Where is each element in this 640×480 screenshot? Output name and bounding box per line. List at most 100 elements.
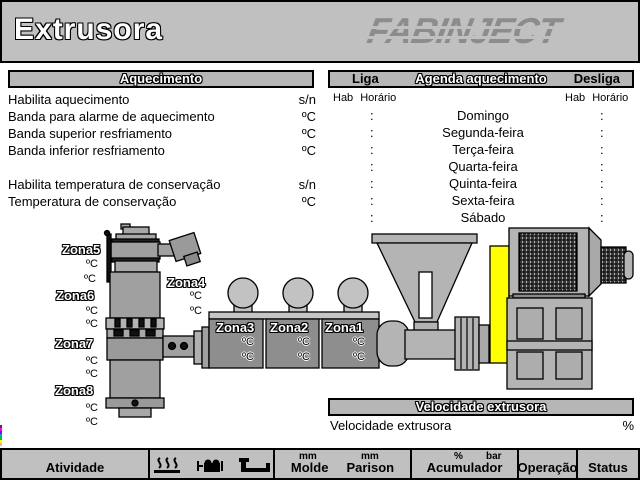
zone2-temp-field-2[interactable]: ºC <box>298 351 310 363</box>
molde-parison-cell[interactable]: Molde Parison mm mm <box>275 450 410 478</box>
operacao-cell[interactable]: Operação <box>517 450 578 478</box>
zone3-temp-field-1[interactable]: ºC <box>242 336 254 348</box>
velocidade-value-field[interactable]: % <box>622 418 634 433</box>
zone1-box <box>321 318 380 369</box>
day-row-sexta: : Sexta-feira : <box>328 193 638 210</box>
param-label: Temperatura de conservação <box>8 194 177 209</box>
parison-label: Parison <box>346 460 395 475</box>
param-value-field[interactable]: ºC <box>301 126 316 141</box>
zone3-temp-field-2[interactable]: ºC <box>242 351 254 363</box>
belt-guard <box>489 245 510 364</box>
zone6-temp-field-2[interactable]: ºC <box>86 318 98 330</box>
acumulador-percent-unit: % <box>454 451 463 462</box>
liga-time-field[interactable]: : <box>370 142 374 157</box>
status-label: Status <box>588 460 628 475</box>
liga-time-field[interactable]: : <box>370 210 374 225</box>
zone1-temp-field-2[interactable]: ºC <box>353 351 365 363</box>
zone3-box <box>208 318 264 369</box>
zone8-temp-field-2[interactable]: ºC <box>86 416 98 428</box>
liga-time-field[interactable]: : <box>370 176 374 191</box>
header: Extrusora FABINJECT <box>0 0 640 63</box>
param-value-field[interactable]: ºC <box>301 143 316 158</box>
param-row-banda-alarme: Banda para alarme de aquecimento ºC <box>8 109 316 126</box>
param-value-field[interactable]: ºC <box>301 194 316 209</box>
day-row-segunda: : Segunda-feira : <box>328 125 638 142</box>
fan-zone3 <box>227 277 259 309</box>
bottom-status-bar: Atividade <box>0 448 640 480</box>
acumulador-bar-unit: bar <box>486 451 502 462</box>
day-row-quarta: : Quarta-feira : <box>328 159 638 176</box>
velocidade-title: Velocidade extrusora <box>415 399 547 414</box>
accumulator-head-assembly <box>103 223 210 418</box>
desliga-time-field[interactable]: : <box>600 176 604 191</box>
hab-label: Hab <box>565 92 586 104</box>
machine-icons-cell[interactable] <box>150 450 273 478</box>
param-label: Habilita aquecimento <box>8 92 130 107</box>
velocidade-row: Velocidade extrusora % <box>330 418 634 433</box>
desliga-time-field[interactable]: : <box>600 142 604 157</box>
desliga-time-field[interactable]: : <box>600 108 604 123</box>
param-row-temp-conservacao: Temperatura de conservação ºC <box>8 194 316 211</box>
liga-time-field[interactable]: : <box>370 108 374 123</box>
hab-label: Hab <box>333 92 354 104</box>
divider <box>576 450 578 478</box>
param-value-field[interactable]: s/n <box>298 92 316 107</box>
zone8-label: Zona8 <box>55 383 94 398</box>
fan-zone2 <box>282 277 314 309</box>
desliga-time-field[interactable]: : <box>600 193 604 208</box>
die-head <box>118 407 152 418</box>
liga-time-field[interactable]: : <box>370 193 374 208</box>
operacao-label: Operação <box>517 460 578 475</box>
velocidade-header-bar: Velocidade extrusora <box>328 398 634 416</box>
desliga-column-header: Desliga <box>573 71 620 86</box>
aquecimento-header-bar: Aquecimento <box>8 70 314 88</box>
zone5-label: Zona5 <box>62 242 101 257</box>
zone-fans <box>227 277 369 314</box>
atividade-cell[interactable]: Atividade <box>2 450 148 478</box>
desliga-time-field[interactable]: : <box>600 210 604 225</box>
zone2-temp-field-1[interactable]: ºC <box>298 336 310 348</box>
zone2-box <box>265 318 320 369</box>
divider <box>273 450 275 478</box>
desliga-time-field[interactable]: : <box>600 159 604 174</box>
zone7-label: Zona7 <box>55 336 94 351</box>
zone4-temp-field-1[interactable]: ºC <box>190 290 202 302</box>
horario-label: Horário <box>592 92 629 104</box>
zone5-temp-field-2[interactable]: ºC <box>84 273 96 285</box>
logo-stencil-slit <box>362 26 606 29</box>
zone4-temp-field-2[interactable]: ºC <box>190 305 202 317</box>
liga-subcolumns: Hab Horário <box>333 92 403 104</box>
param-value-field[interactable]: ºC <box>301 109 316 124</box>
atividade-label: Atividade <box>45 460 105 475</box>
fan-zone1 <box>337 277 369 309</box>
extruder-icon <box>196 459 223 472</box>
acumulador-cell[interactable]: Acumulador % bar <box>412 450 517 478</box>
day-label: Sexta-feira <box>451 193 515 208</box>
divider <box>148 450 150 478</box>
zone7-temp-field-2[interactable]: ºC <box>86 368 98 380</box>
divider <box>410 450 412 478</box>
desliga-time-field[interactable]: : <box>600 125 604 140</box>
zone1-temp-field-1[interactable]: ºC <box>353 336 365 348</box>
mold-icon <box>238 458 270 472</box>
horario-label: Horário <box>360 92 397 104</box>
day-label: Domingo <box>456 108 510 123</box>
liga-time-field[interactable]: : <box>370 125 374 140</box>
zone8-temp-field-1[interactable]: ºC <box>86 402 98 414</box>
status-cell[interactable]: Status <box>578 450 638 478</box>
zone5-temp-field-1[interactable]: ºC <box>86 258 98 270</box>
barrel <box>208 311 385 369</box>
agenda-header-bar: Liga Agenda aquecimento Desliga <box>328 70 634 88</box>
zone6-temp-field-1[interactable]: ºC <box>86 305 98 317</box>
param-label: Banda para alarme de aquecimento <box>8 109 215 124</box>
motor <box>508 226 634 299</box>
param-value-field[interactable]: s/n <box>298 177 316 192</box>
liga-time-field[interactable]: : <box>370 159 374 174</box>
motor-fan-housing <box>600 246 627 284</box>
zone1-label: Zona1 <box>325 320 364 335</box>
zone7-temp-field-1[interactable]: ºC <box>86 355 98 367</box>
palette-artifact <box>0 425 2 448</box>
zone4-label: Zona4 <box>167 275 206 290</box>
